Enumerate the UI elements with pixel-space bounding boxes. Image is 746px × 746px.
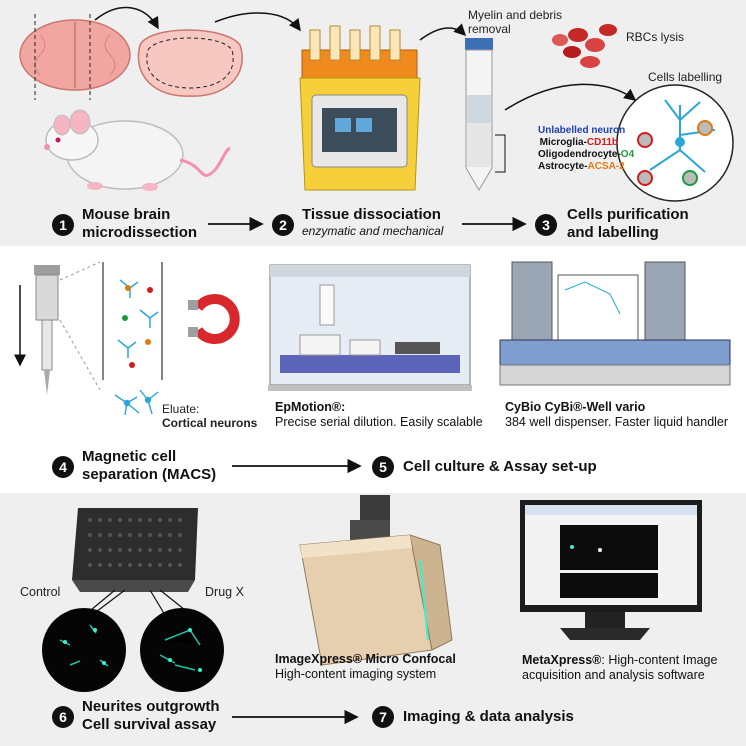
labelled-cells-icon [616,84,734,202]
step-7-title: Imaging & data analysis [403,708,574,725]
drugx-label: Drug X [205,585,244,599]
metaxpress-caption: MetaXpress®: High-content Image acquisit… [522,653,718,682]
step-5-badge: 5 [372,456,394,478]
brain-icon [19,14,131,100]
cells-labelling-label: Cells labelling [648,70,723,84]
epmotion-robot-icon [268,264,472,391]
step-3-badge: 3 [535,214,557,236]
brain-slice-icon [137,29,243,97]
cybio-caption: CyBio CyBi®-Well vario 384 well dispense… [505,400,729,429]
step-7-badge: 7 [372,706,394,728]
control-label: Control [20,585,61,599]
step-2-title: Tissue dissociation enzymatic and mechan… [302,206,444,238]
step-6-badge: 6 [52,706,74,728]
drugx-well-image [140,608,224,692]
imagexpress-instrument-icon [299,495,453,666]
imagexpress-caption: ImageXpress® Micro Confocal High-content… [275,652,456,681]
rbc-label: RBCs lysis [626,30,685,44]
step-5-title: Cell culture & Assay set-up [403,458,597,475]
step-2-badge: 2 [272,214,294,236]
epmotion-caption: EpMotion®: Precise serial dilution. Easi… [275,400,483,429]
eluate-label: Eluate: Cortical neurons [162,402,258,430]
myelin-label-line2: removal [468,22,511,36]
red-blood-cells-icon [552,24,617,68]
cortical-neurons-icon [114,389,159,416]
control-well-image [42,608,126,692]
step-4-badge: 4 [52,456,74,478]
macs-column-icon [14,261,101,395]
cell-type-legend: Unlabelled neuron Microglia-CD11b Oligod… [538,125,635,173]
legend-astrocyte: Astrocyte-ACSA-2 [538,161,625,172]
cybio-dispenser-icon [499,261,731,386]
step-1-badge: 1 [52,214,74,236]
monitor-icon [520,500,702,640]
magnet-icon [188,294,240,344]
legend-neuron: Unlabelled neuron [538,125,626,136]
well-plate-icon [72,508,198,619]
mouse-icon [44,109,231,191]
myelin-label: Myelin and debris [468,8,563,22]
magnetic-column-cells [102,262,163,380]
falcon-tube-icon [465,38,506,191]
tissue-dissociator-icon [299,25,421,191]
legend-microglia: Microglia-CD11b [539,137,618,148]
legend-oligodendrocyte: Oligodendrocyte-O4 [538,149,635,160]
